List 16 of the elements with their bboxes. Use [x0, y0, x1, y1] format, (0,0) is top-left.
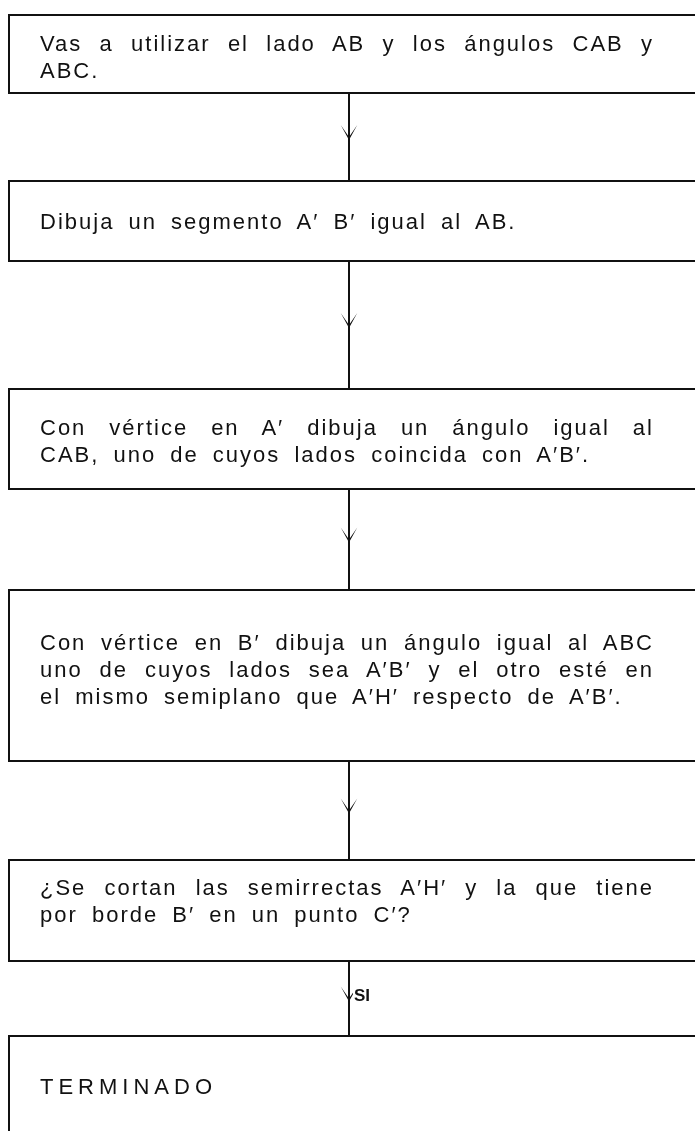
step-text: Vas a utilizar el lado AB y los ángulos CAB y ABC. [40, 30, 654, 84]
process-box [8, 14, 695, 94]
step-text: Dibuja un segmento A′ B′ igual al AB. [40, 208, 518, 235]
step-text: TERMINADO [40, 1073, 218, 1100]
step-text: Con vértice en A′ dibuja un ángulo igual al CAB, uno de cuyos lados coincida con A′B′. [40, 414, 654, 468]
arrow [340, 489, 358, 590]
arrow [340, 761, 358, 860]
arrow [340, 261, 358, 389]
process-box [8, 180, 695, 262]
step-text: ¿Se cortan las semirrectas A′H′ y la que tiene por borde B′ en un punto C′? [40, 874, 654, 928]
step-text: Con vértice en B′ dibuja un ángulo igual al ABC uno de cuyos lados sea A′B′ y el otro esté en el mismo semiplano que A′H′ respecto de A′B′. [40, 629, 654, 710]
terminal-box [8, 1035, 695, 1131]
process-box [8, 589, 695, 762]
process-box [8, 388, 695, 490]
process-box [8, 859, 695, 962]
arrow [340, 93, 358, 181]
